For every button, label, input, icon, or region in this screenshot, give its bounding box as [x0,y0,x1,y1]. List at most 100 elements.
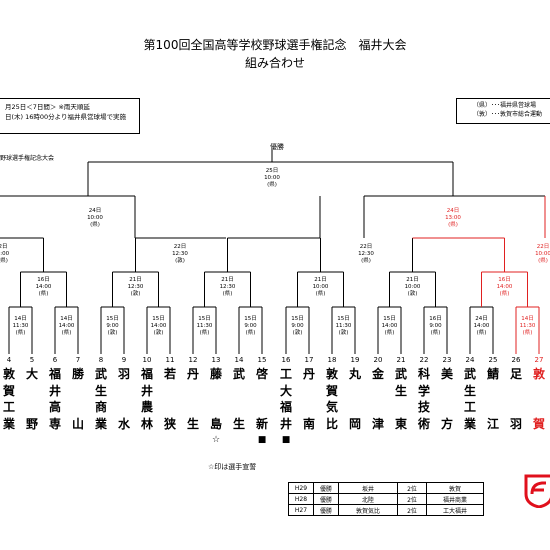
team-number: 24 [465,356,475,364]
schedule-line-1: 月25日＜7日間＞ ※雨天順延 [5,103,90,111]
history-year: H29 [288,482,314,494]
round2-2-match-info-venue: (県) [61,330,72,336]
team-number: 23 [442,356,452,364]
history-place: 2位 [397,482,427,494]
quarter-3-match-info-time: 12:30 [358,251,374,257]
team-name: 武 生 [232,367,245,431]
quarter-2-match-info-venue: (敦) [175,258,185,264]
round2-8-match-info-venue: (敦) [338,330,349,336]
champion-label: 優勝 [270,143,284,151]
team-number: 21 [396,356,406,364]
team-name: 武生 東 [394,367,407,431]
team-name: 若 狭 [163,367,176,431]
quarter-4-match-info-venue: (県) [538,258,548,264]
round2-10-match-info-venue: (県) [430,330,441,336]
team-number: 20 [373,356,383,364]
round2-7-match-info-time: 9:00 [291,323,304,329]
round2-12-match-info-time: 11:30 [519,323,536,329]
round2-9-match-info-date: 15日 [383,316,396,322]
quarter-1-match-info: 2日0:00(県) [0,244,20,265]
round3-6-match-info-venue: (県) [499,291,510,297]
round2-5-match-info-time: 11:30 [196,323,213,329]
round2-7-match-info-date: 15日 [291,316,304,322]
team-name: 福井高専 [48,367,61,431]
team-name: 大 野 [25,367,38,431]
quarter-4-match-info-time: 10:00 [535,251,550,257]
team-name: 丸 岡 [348,367,361,431]
round2-9-match-info-time: 14:00 [381,323,398,329]
semi-2-match-info-date: 24日 [446,208,460,214]
schedule-line-2: 日(木) 16時00分より福井県営球場で実施 [5,113,127,121]
team-name: 勝 山 [71,367,84,431]
history-year: H28 [288,493,314,505]
round3-5-match-info-time: 10:00 [404,284,421,290]
round2-4-match-info-date: 15日 [152,316,165,322]
footnote: ☆印は選手宣誓 [208,463,257,471]
round2-5-match-info-venue: (県) [199,330,210,336]
round3-4-match-info-venue: (県) [315,291,326,297]
quarter-1-match-info-venue: (県) [0,258,8,264]
round3-4-match-info-time: 10:00 [312,284,329,290]
team-name: 丹 生 [186,367,199,431]
history-place: 2位 [397,504,427,516]
team-number: 10 [142,356,152,364]
round3-2-match-info-time: 12:30 [127,284,144,290]
team-name: 武生工業 [463,367,476,431]
round2-8-match-info-time: 11:30 [335,323,352,329]
quarter-2-match-info-time: 12:30 [172,251,188,257]
team-name: 敦賀気比 [325,367,338,431]
team-number: 25 [488,356,498,364]
round2-3-match-info-venue: (敦) [107,330,118,336]
round2-10-match-info-time: 9:00 [429,323,442,329]
history-runner-up: 工大福井 [426,504,484,516]
team-number: 14 [234,356,244,364]
left-note: 野球選手権記念大会 [0,155,55,162]
round2-6-match-info-venue: (県) [245,330,256,336]
semi-1-match-info-date: 24日 [88,208,102,214]
round3-3-match-info-venue: (県) [222,291,233,297]
team-name: 福井農林 [140,367,153,431]
team-number: 19 [350,356,360,364]
team-name: 足 羽 [509,367,522,431]
team-number: 7 [75,356,81,364]
semi-1-match-info-venue: (県) [90,222,100,228]
team-name: 鯖 江 [486,367,499,431]
final-match-info-venue: (県) [267,182,277,188]
round2-7-match-info-venue: (敦) [292,330,303,336]
team-number: 26 [511,356,521,364]
round2-12-match-info-date: 14日 [521,316,534,322]
history-result: 優勝 [313,493,339,505]
team-name: 金 津 [371,367,384,431]
team-number: 27 [534,356,544,364]
round2-11-match-info-venue: (県) [476,330,487,336]
round3-3-match-info-time: 12:30 [219,284,236,290]
history-winner: 坂井 [338,482,398,494]
team-name: 工大福井■ [279,366,293,449]
round3-4-match-info-date: 21日 [314,277,327,283]
quarter-2-match-info-date: 22日 [173,244,187,250]
history-winner: 敦賀気比 [338,504,398,516]
square-mark-icon: ■ [257,435,267,445]
round2-4-match-info-time: 14:00 [150,323,167,329]
round3-1-match-info-date: 16日 [37,277,50,283]
page-title: 第100回全国高等学校野球選手権記念 福井大会 [143,38,407,52]
team-number: 22 [419,356,429,364]
round2-8-match-info-date: 15日 [337,316,350,322]
final-match-info-date: 25日 [265,168,279,174]
